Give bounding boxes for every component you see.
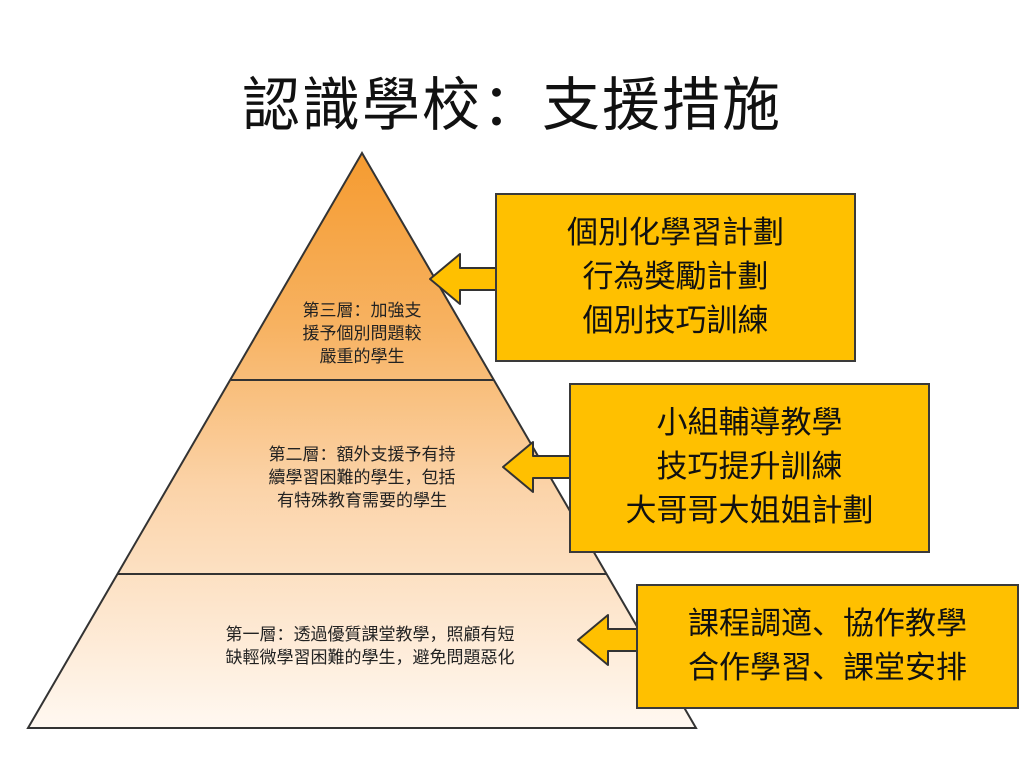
callout-tier-3-line-2: 行為獎勵計劃 [582,259,769,295]
tier-1-line-1: 第一層：透過優質課堂教學，照顧有短 [225,625,515,645]
callout-tier-2: 小組輔導教學 技巧提升訓練 大哥哥大姐姐計劃 [569,383,930,553]
tier-3-label: 第三層：加強支 援予個別問題較 嚴重的學生 [262,300,462,369]
tier-1-label: 第一層：透過優質課堂教學，照顧有短 缺輕微學習困難的學生，避免問題惡化 [160,624,580,670]
callout-tier-2-line-2: 技巧提升訓練 [656,449,843,485]
slide-title: 認識學校：支援措施 [241,71,782,139]
callout-tier-2-line-1: 小組輔導教學 [656,405,843,441]
tier-2-line-2: 續學習困難的學生，包括 [268,468,456,488]
tier-3-line-3: 嚴重的學生 [319,347,405,367]
callout-tier-2-line-3: 大哥哥大姐姐計劃 [625,493,874,529]
tier-2-line-3: 有特殊教育需要的學生 [277,491,447,511]
tier-3-line-1: 第三層：加強支 [302,301,422,321]
pyramid-shape [26,151,698,729]
tier-3-line-2: 援予個別問題較 [302,324,422,344]
callout-tier-1-line-1: 課程調適、協作教學 [688,606,967,642]
tier-2-line-1: 第二層：額外支援予有持 [268,445,456,465]
callout-tier-1-line-2: 合作學習、課堂安排 [688,650,967,686]
tier-1-line-2: 缺輕微學習困難的學生，避免問題惡化 [225,648,515,668]
callout-tier-1: 課程調適、協作教學 合作學習、課堂安排 [636,584,1019,709]
callout-tier-3-line-1: 個別化學習計劃 [567,215,784,251]
callout-tier-3: 個別化學習計劃 行為獎勵計劃 個別技巧訓練 [495,193,856,362]
callout-tier-3-line-3: 個別技巧訓練 [582,303,769,339]
tier-2-label: 第二層：額外支援予有持 續學習困難的學生，包括 有特殊教育需要的學生 [212,444,512,513]
